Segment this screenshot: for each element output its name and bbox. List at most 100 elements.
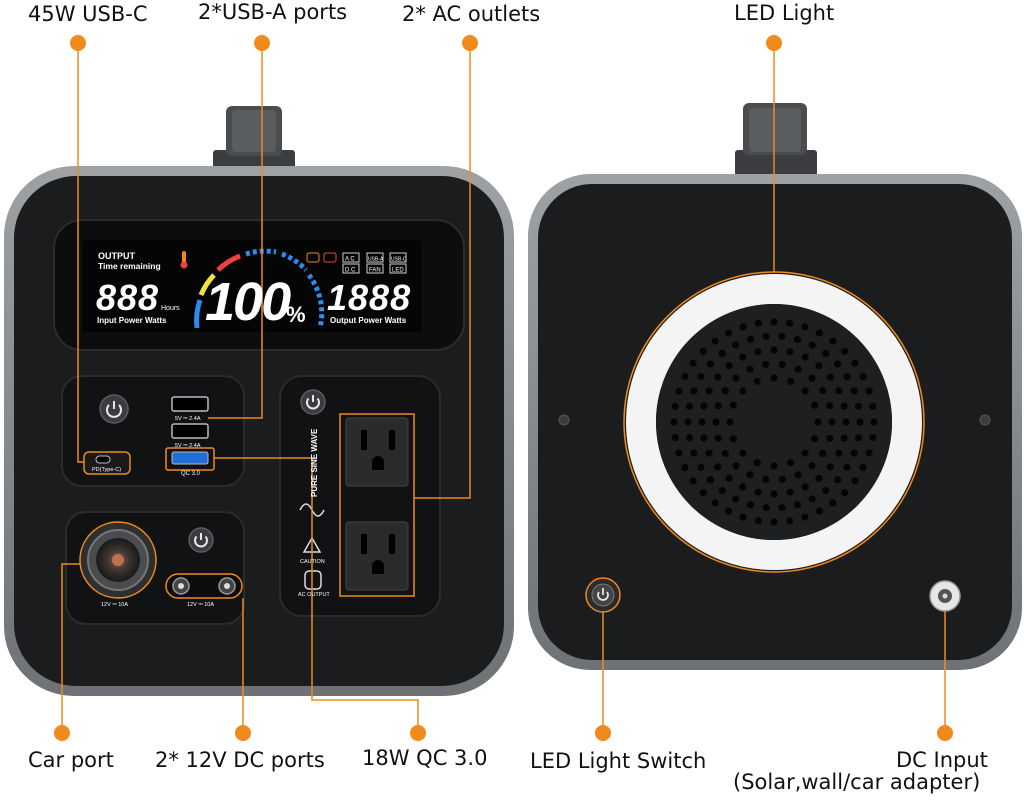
- grille-hole: [842, 418, 850, 426]
- grille-hole: [732, 495, 740, 503]
- grille-hole: [869, 434, 877, 442]
- grille-hole: [786, 488, 794, 496]
- grille-hole: [718, 487, 726, 495]
- grille-hole: [698, 418, 706, 426]
- grille-hole: [851, 359, 859, 367]
- grille-hole: [851, 477, 859, 485]
- grille-hole: [770, 374, 778, 382]
- car-port[interactable]: [79, 521, 157, 599]
- grille-hole: [843, 463, 851, 471]
- grille-hole: [819, 387, 827, 395]
- power-icon: [597, 588, 609, 601]
- callout-dot-dc-ports: [235, 725, 251, 741]
- grille-hole: [834, 476, 842, 484]
- grille-hole: [714, 373, 722, 381]
- grille-hole: [778, 332, 786, 340]
- dc-power-button[interactable]: [188, 527, 214, 553]
- grille-hole: [670, 418, 678, 426]
- lcd-icon-fan: FAN: [369, 268, 381, 274]
- grille-hole: [754, 517, 763, 525]
- ac-power-button[interactable]: [300, 389, 326, 415]
- grille-hole: [829, 499, 837, 507]
- grille-hole: [689, 359, 697, 367]
- grille-hole: [754, 488, 762, 496]
- left-handle: [213, 106, 295, 176]
- grille-hole: [815, 507, 824, 515]
- grille-hole: [732, 341, 740, 349]
- grille-hole: [843, 373, 851, 381]
- grille-hole: [770, 462, 778, 470]
- grille-hole: [739, 323, 747, 331]
- grille-hole: [815, 474, 823, 482]
- grille-hole: [697, 373, 705, 381]
- grille-hole: [754, 348, 762, 356]
- usb-power-button[interactable]: [99, 394, 129, 424]
- lcd-time-remaining: Time remaining: [98, 261, 161, 271]
- right-handle: [735, 103, 817, 176]
- grille-hole: [828, 418, 836, 426]
- grille-hole: [697, 463, 705, 471]
- grille-hole: [671, 434, 679, 442]
- grille-hole: [762, 475, 770, 483]
- grille-hole: [826, 463, 834, 471]
- pure-sine-label: PURE SINE WAVE: [310, 428, 319, 497]
- grille-hole: [762, 361, 770, 369]
- grille-hole: [778, 361, 786, 369]
- grille-hole: [793, 335, 802, 343]
- led-switch-button[interactable]: [585, 577, 621, 613]
- label-led-switch: LED Light Switch: [530, 749, 707, 773]
- lcd-icon-usbc: USB-C: [391, 257, 407, 263]
- grille-hole: [794, 471, 802, 479]
- grille-hole: [778, 504, 786, 512]
- callout-dot-usb-c: [70, 35, 86, 51]
- grille-hole: [808, 462, 816, 470]
- grille-hole: [794, 365, 802, 373]
- grille-hole: [770, 518, 778, 526]
- ac-outlet-1[interactable]: [345, 417, 409, 487]
- power-icon: [106, 401, 122, 418]
- usb-c-port[interactable]: [83, 451, 131, 475]
- grille-hole: [739, 449, 747, 457]
- grille-hole: [826, 434, 834, 442]
- callout-dot-ac: [462, 35, 478, 51]
- ac-outlet-2[interactable]: [345, 521, 409, 591]
- grille-hole: [699, 489, 707, 497]
- dc-port-2[interactable]: [218, 577, 236, 595]
- grille-hole: [675, 449, 683, 457]
- grille-hole: [829, 337, 837, 345]
- grille-hole: [770, 490, 778, 498]
- grille-hole: [854, 434, 863, 442]
- grille-hole: [689, 477, 697, 485]
- callout-dot-led-switch: [595, 725, 611, 741]
- dc-input-port[interactable]: [929, 580, 961, 612]
- grille-hole: [808, 495, 816, 503]
- grille-hole: [732, 374, 740, 382]
- label-usb-c: 45W USB-C: [28, 2, 148, 26]
- grille-hole: [859, 463, 867, 471]
- usb-a-port-1[interactable]: [171, 396, 209, 412]
- grille-hole: [675, 387, 683, 395]
- grille-hole: [712, 418, 720, 426]
- callout-dot-led-light: [766, 35, 782, 51]
- grille-hole: [856, 418, 864, 426]
- lcd-display: [53, 219, 465, 351]
- grille-hole: [835, 449, 843, 457]
- ac-outlets-frame: [339, 413, 415, 597]
- grille-hole: [793, 501, 802, 509]
- grille-hole: [822, 349, 830, 357]
- grille-hole: [684, 418, 692, 426]
- power-icon: [194, 533, 208, 548]
- grille-hole: [754, 319, 763, 327]
- grille-hole: [721, 387, 729, 395]
- grille-hole: [770, 318, 778, 326]
- grille-hole: [808, 341, 816, 349]
- grille-hole: [739, 353, 747, 361]
- dc-port-1[interactable]: [172, 577, 190, 595]
- grille-hole: [746, 335, 755, 343]
- grille-hole: [819, 449, 827, 457]
- qc-port[interactable]: [165, 447, 215, 471]
- grille-hole: [814, 418, 822, 426]
- ac-output-label: AC OUTPUT: [298, 592, 330, 598]
- grille-hole: [753, 377, 761, 385]
- usb-a-port-2[interactable]: [171, 423, 209, 439]
